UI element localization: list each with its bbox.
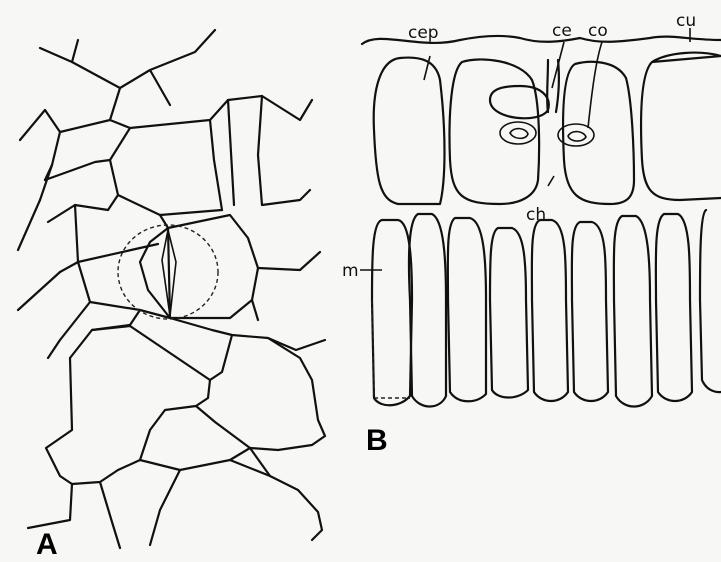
label-co: co <box>588 21 608 41</box>
label-m: m <box>342 261 359 281</box>
panel-label-a: A <box>36 528 58 561</box>
panel-label-b: B <box>366 424 388 457</box>
label-cep: cep <box>408 23 439 43</box>
panel-a-drawing <box>18 30 325 548</box>
label-ce: ce <box>552 21 572 41</box>
label-cu: cu <box>676 11 696 31</box>
label-ch: ch <box>526 205 546 225</box>
